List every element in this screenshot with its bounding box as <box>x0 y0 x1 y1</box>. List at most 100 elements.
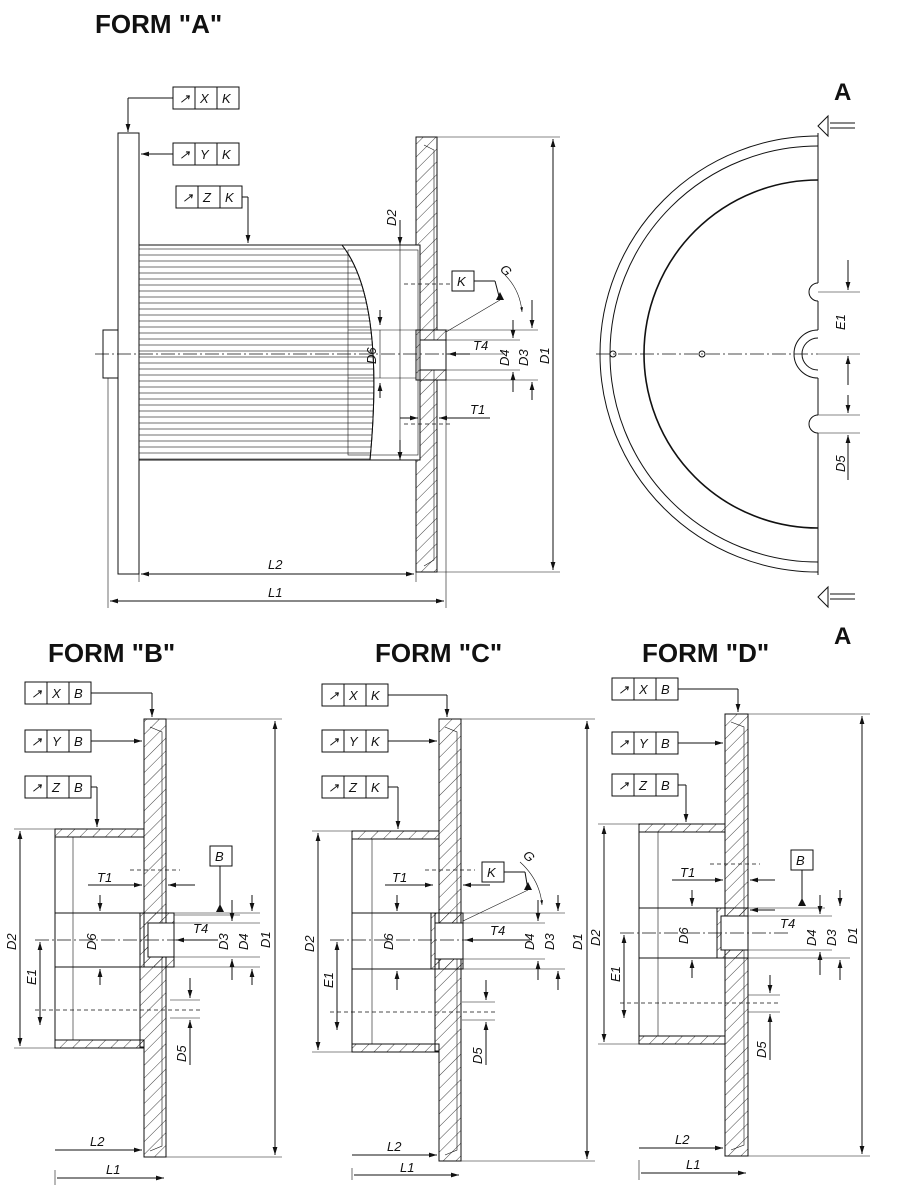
svg-text:B: B <box>661 736 670 751</box>
form-d-title: FORM "D" <box>642 638 769 668</box>
form-a-dim-d6: D6 <box>364 347 379 364</box>
form-a-dim-d2: D2 <box>384 209 399 226</box>
svg-text:Z: Z <box>348 780 358 795</box>
form-c-dim-e1: E1 <box>321 972 336 988</box>
svg-text:↗: ↗ <box>182 190 193 205</box>
svg-text:X: X <box>51 686 62 701</box>
svg-text:↗: ↗ <box>179 147 190 162</box>
svg-text:X: X <box>638 682 649 697</box>
form-d-dim-d6: D6 <box>676 927 691 944</box>
form-c-dim-d1: D1 <box>570 933 585 950</box>
svg-text:X: X <box>199 91 210 106</box>
form-b-dim-d2: D2 <box>4 933 19 950</box>
form-c-dim-d4: D4 <box>522 933 537 950</box>
form-c-frame-z: ↗ Z K <box>321 775 401 829</box>
svg-text:B: B <box>661 682 670 697</box>
form-d-dim-l1: L1 <box>686 1157 700 1172</box>
form-d-frame-z: ↗ Z B <box>611 773 689 822</box>
form-a-title: FORM "A" <box>95 9 222 39</box>
svg-text:↗: ↗ <box>618 682 629 697</box>
form-b-dim-d5: D5 <box>174 1045 189 1062</box>
form-b-section <box>14 718 282 1185</box>
svg-text:↗: ↗ <box>31 686 42 701</box>
form-d-datum-b: B <box>796 853 805 868</box>
svg-text:↗: ↗ <box>31 734 42 749</box>
svg-text:Z: Z <box>51 780 61 795</box>
svg-text:↗: ↗ <box>328 734 339 749</box>
svg-text:Y: Y <box>52 734 62 749</box>
form-b-dim-d1: D1 <box>258 931 273 948</box>
svg-text:K: K <box>371 734 381 749</box>
form-d-dim-l2: L2 <box>675 1132 690 1147</box>
form-a-dim-t1: T1 <box>470 402 485 417</box>
form-a-dim-d1: D1 <box>537 347 552 364</box>
form-c-title: FORM "C" <box>375 638 502 668</box>
form-d-dim-d3: D3 <box>824 929 839 946</box>
form-c-dim-l1: L1 <box>400 1160 414 1175</box>
form-a-section <box>95 132 560 608</box>
svg-text:↗: ↗ <box>328 780 339 795</box>
form-c-dim-d6: D6 <box>381 933 396 950</box>
svg-text:↗: ↗ <box>31 780 42 795</box>
form-b-dim-t4: T4 <box>193 921 208 936</box>
form-b-dim-d4: D4 <box>236 933 251 950</box>
form-d-dim-d5: D5 <box>754 1041 769 1058</box>
svg-text:K: K <box>371 780 381 795</box>
form-b-dim-e1: E1 <box>24 969 39 985</box>
view-a-dim-e1: E1 <box>833 314 848 330</box>
form-d-section <box>598 713 870 1180</box>
form-b-frame-y: ↗ Y B <box>24 729 142 753</box>
view-label-bottom: A <box>834 623 851 650</box>
form-a-frame-y: ↗ Y K <box>141 142 240 166</box>
svg-text:B: B <box>661 778 670 793</box>
form-d-frame-y: ↗ Y B <box>611 731 723 755</box>
form-a-frame-x: ↗ X K <box>125 86 240 132</box>
svg-text:K: K <box>222 91 232 106</box>
form-c-frame-x: ↗ X K <box>321 683 450 717</box>
form-a-dim-d3: D3 <box>516 349 531 366</box>
svg-text:Y: Y <box>200 147 210 162</box>
view-a-dim-d5: D5 <box>833 455 848 472</box>
svg-text:↗: ↗ <box>618 736 629 751</box>
svg-text:B: B <box>74 780 83 795</box>
form-a-frame-z: ↗ Z K <box>175 185 251 243</box>
svg-text:Z: Z <box>638 778 648 793</box>
form-d-dim-d4: D4 <box>804 929 819 946</box>
form-c-dim-d3: D3 <box>542 933 557 950</box>
form-c-dim-g: G <box>520 847 538 865</box>
svg-text:↗: ↗ <box>179 91 190 106</box>
form-c-frame-y: ↗ Y K <box>321 729 437 753</box>
form-a-dim-g: G <box>497 261 515 279</box>
svg-text:Y: Y <box>349 734 359 749</box>
form-b-frame-z: ↗ Z B <box>24 775 100 827</box>
form-b-title: FORM "B" <box>48 638 175 668</box>
form-b-datum-b: B <box>215 849 224 864</box>
form-d-frame-x: ↗ X B <box>611 677 741 712</box>
form-a-dim-d4: D4 <box>497 349 512 366</box>
form-a-dim-t4: T4 <box>473 338 488 353</box>
form-d-dim-d1: D1 <box>845 927 860 944</box>
form-d-dim-d2: D2 <box>588 929 603 946</box>
form-d-dim-t4: T4 <box>780 916 795 931</box>
svg-text:K: K <box>222 147 232 162</box>
form-c-dim-t4: T4 <box>490 923 505 938</box>
svg-text:↗: ↗ <box>618 778 629 793</box>
svg-text:Z: Z <box>202 190 212 205</box>
svg-text:Y: Y <box>639 736 649 751</box>
svg-text:↗: ↗ <box>328 688 339 703</box>
svg-text:B: B <box>74 686 83 701</box>
form-a-datum-k: K <box>457 274 467 289</box>
form-b-dim-t1: T1 <box>97 870 112 885</box>
form-b-dim-l2: L2 <box>90 1134 105 1149</box>
form-b-dim-d3: D3 <box>216 933 231 950</box>
form-a-dim-l2: L2 <box>268 557 283 572</box>
view-label-top: A <box>834 79 851 106</box>
form-b-dim-d6: D6 <box>84 933 99 950</box>
form-c-dim-d5: D5 <box>470 1047 485 1064</box>
svg-text:X: X <box>348 688 359 703</box>
svg-text:K: K <box>225 190 235 205</box>
form-c-dim-t1: T1 <box>392 870 407 885</box>
svg-text:B: B <box>74 734 83 749</box>
svg-text:K: K <box>371 688 381 703</box>
